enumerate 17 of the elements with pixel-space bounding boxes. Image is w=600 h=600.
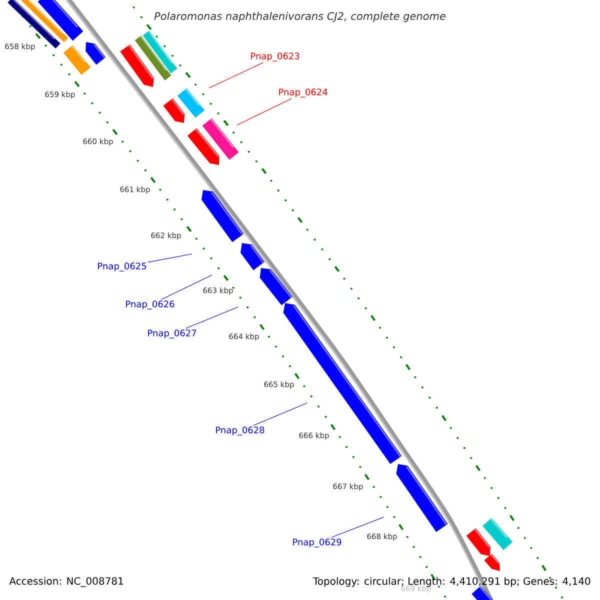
leader-line (148, 254, 192, 262)
leader-line (253, 402, 308, 426)
genome-info-text: Topology: circular; Length: 4,410,291 bp; Genes: 4,140 (312, 577, 590, 587)
gene-label: Pnap_0624 (279, 88, 328, 98)
leader-line (331, 516, 384, 538)
leader-line (161, 274, 212, 300)
title: Polaromonas naphthalenivorans CJ2, complete genome (154, 12, 446, 22)
gene-label: Pnap_0627 (148, 330, 196, 338)
leader-line (236, 98, 292, 126)
gene-label: Pnap_0626 (126, 300, 174, 310)
gene-label: Pnap_0628 (216, 426, 264, 436)
accession-text: Accession: NC_008781 (9, 577, 123, 587)
gene-label: Pnap_0629 (293, 538, 342, 548)
gene-label: Pnap_0625 (98, 262, 146, 272)
leader-line (208, 62, 264, 88)
leader-line (185, 306, 238, 329)
gene-label: Pnap_0623 (251, 52, 300, 62)
